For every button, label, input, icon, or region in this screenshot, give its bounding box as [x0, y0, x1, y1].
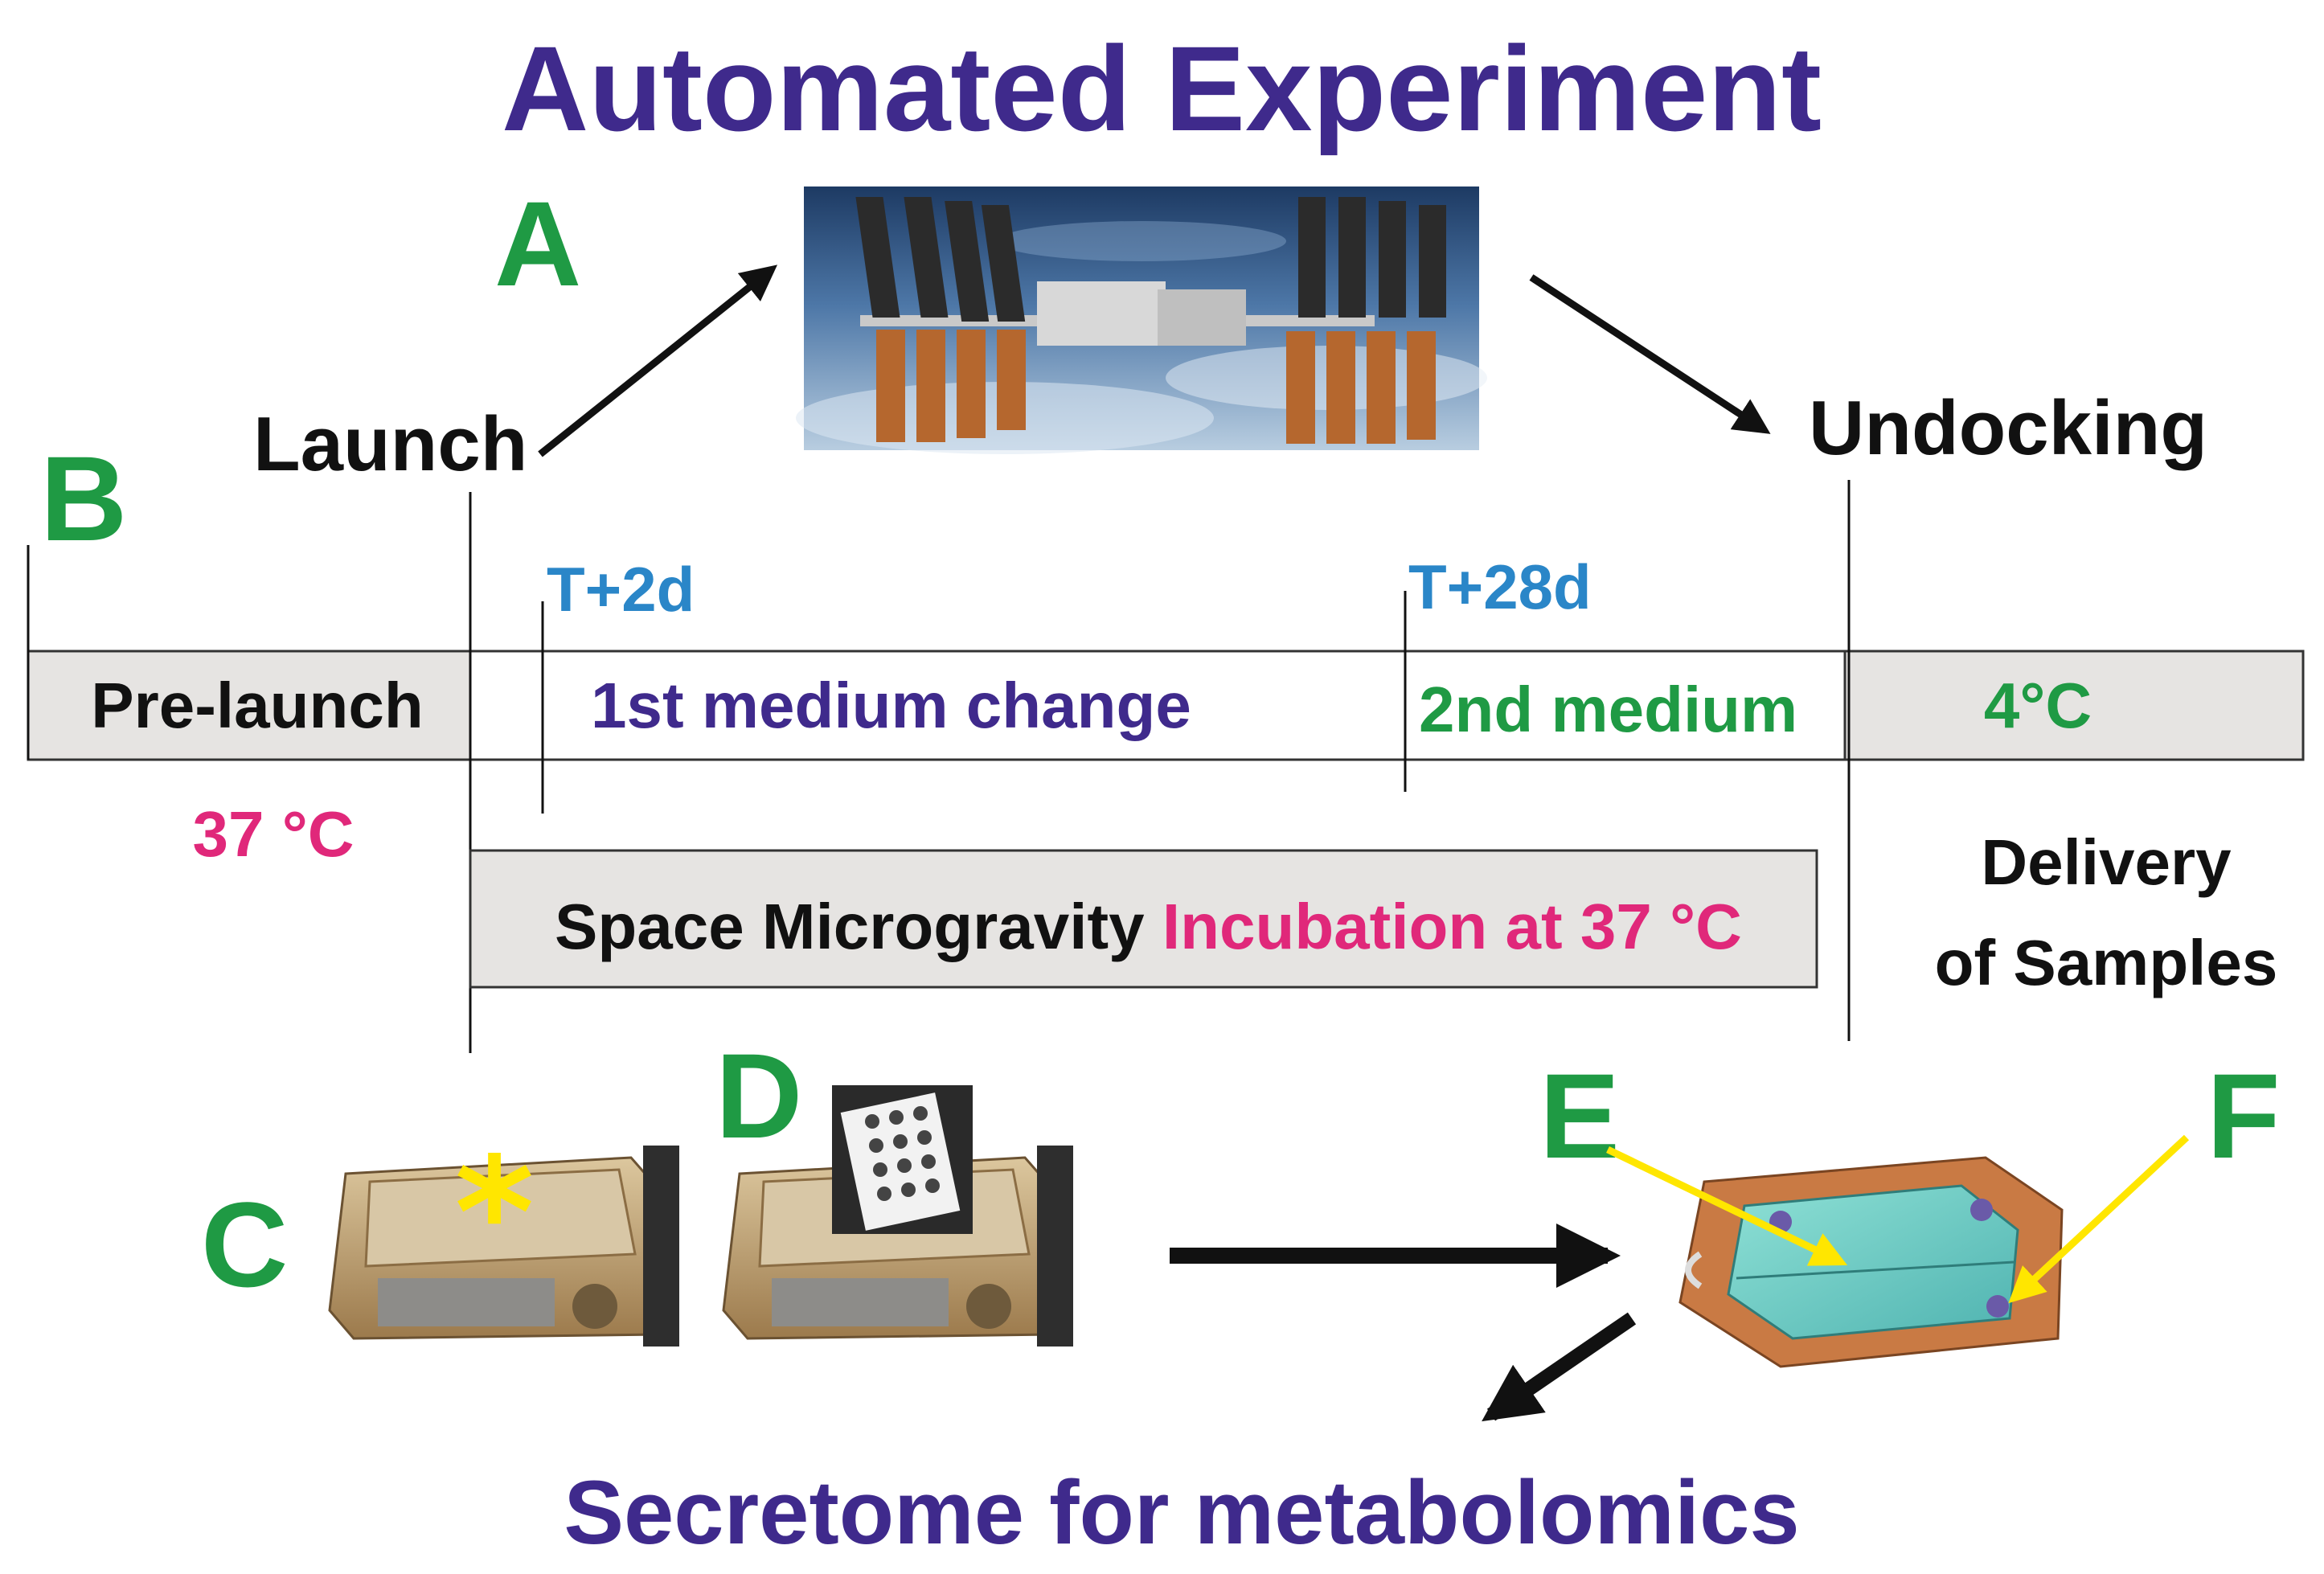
footer-label: Secretome for metabolomics: [564, 1462, 1799, 1563]
hardware-unit-ef-image: [1678, 1156, 2064, 1368]
panel-letter-c: C: [201, 1177, 288, 1312]
prelaunch-temperature: 37 °C: [193, 798, 355, 870]
space-station-image: [796, 187, 1487, 454]
incubation-label: Space Microgravity Incubation at 37 °C: [555, 891, 1742, 962]
incubation-box: [469, 849, 1818, 989]
timepoint-t2: T+2d: [547, 554, 695, 625]
first-medium-change-label: 1st medium change: [591, 670, 1191, 741]
panel-letter-e: E: [1539, 1048, 1620, 1183]
timeline-bar: [27, 650, 2305, 761]
asterisk-icon: *: [454, 1125, 534, 1302]
launch-arrow: [538, 264, 778, 457]
panel-letter-b: B: [40, 431, 127, 566]
panel-letter-d: D: [715, 1028, 802, 1163]
hardware-unit-d-image: [722, 1085, 1073, 1347]
prelaunch-label: Pre-launch: [91, 670, 423, 741]
scaffold-image: [832, 1085, 973, 1234]
incubation-label-part2: Incubation at 37 °C: [1162, 891, 1742, 962]
incubation-label-part1: Space Microgravity: [555, 891, 1162, 962]
launch-label: Launch: [253, 401, 527, 487]
undocking-label: Undocking: [1809, 385, 2207, 471]
pointer-arrow-e: [1606, 1146, 1848, 1266]
pointer-arrow-f: [2008, 1134, 2190, 1304]
title: Automated Experiment: [502, 21, 1822, 156]
panel-letter-a: A: [494, 176, 581, 311]
cold-storage-label: 4°C: [1984, 670, 2092, 741]
timepoint-t28: T+28d: [1408, 551, 1592, 622]
hardware-unit-c-image: *: [328, 1125, 679, 1347]
panel-letter-f: F: [2207, 1048, 2281, 1183]
second-medium-label: 2nd medium: [1419, 674, 1797, 745]
undocking-arrow: [1529, 274, 1771, 434]
output-arrow: [1482, 1312, 1637, 1422]
delivery-label-line1: Delivery: [1981, 826, 2232, 898]
delivery-label-line2: of Samples: [1935, 927, 2278, 998]
